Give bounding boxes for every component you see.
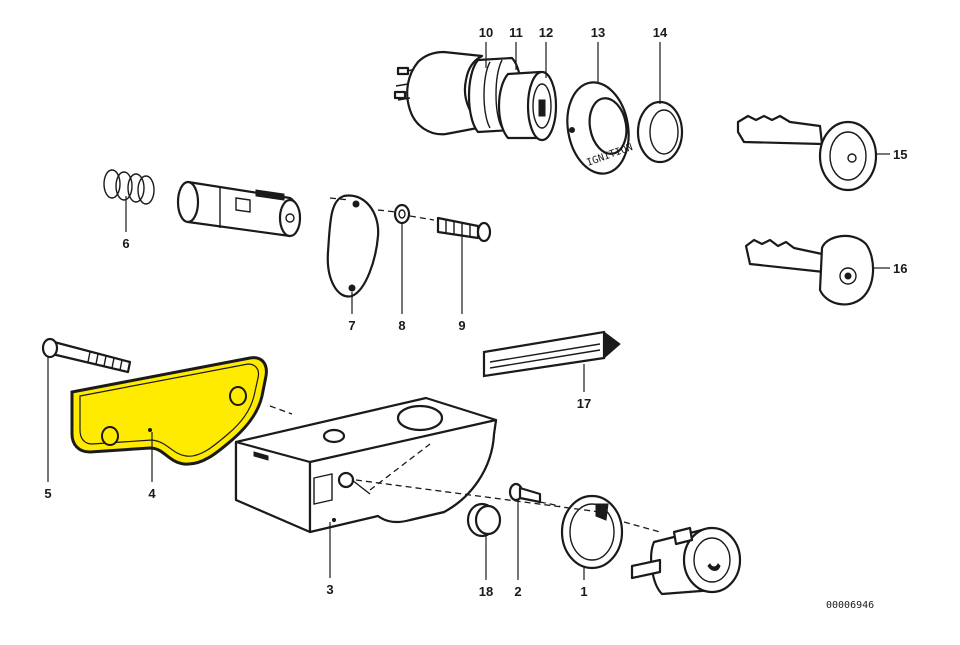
bracket-part-3[interactable] — [234, 396, 498, 534]
lock-housing-tube[interactable] — [176, 180, 302, 238]
spring-part-6[interactable] — [103, 169, 155, 205]
ring-part-14[interactable] — [636, 100, 684, 164]
callout-4: 4 — [148, 486, 156, 501]
leader-lines — [47, 42, 890, 580]
callout-12: 12 — [539, 25, 553, 40]
callout-6: 6 — [122, 236, 129, 251]
callout-5: 5 — [44, 486, 51, 501]
seal-strip-part-17[interactable] — [482, 330, 621, 378]
callout-labels: 10 11 12 13 14 15 16 6 7 8 9 17 5 4 3 18… — [44, 25, 907, 599]
callout-7: 7 — [348, 318, 355, 333]
callout-14: 14 — [653, 25, 668, 40]
drawing-code: 00006946 — [826, 600, 874, 611]
gasket-part-4[interactable] — [70, 356, 268, 466]
screw-part-9[interactable] — [436, 216, 492, 243]
callout-13: 13 — [591, 25, 605, 40]
door-lock-cylinder[interactable] — [630, 526, 742, 596]
callout-9: 9 — [458, 318, 465, 333]
key-part-16[interactable] — [744, 234, 875, 306]
callout-10: 10 — [479, 25, 493, 40]
lock-cylinder-part-12[interactable] — [498, 70, 558, 142]
washer-part-8[interactable] — [393, 203, 411, 225]
plug-part-18[interactable] — [466, 502, 502, 538]
assembly-lines — [269, 197, 661, 533]
callout-17: 17 — [577, 396, 591, 411]
callout-18: 18 — [479, 584, 493, 599]
callout-8: 8 — [398, 318, 405, 333]
bolt-part-5[interactable] — [41, 337, 132, 374]
key-part-15[interactable] — [736, 114, 878, 192]
plate-part-7[interactable] — [326, 194, 380, 298]
screw-part-2[interactable] — [508, 482, 542, 504]
callout-11: 11 — [509, 25, 523, 40]
callout-1: 1 — [580, 584, 587, 599]
callout-16: 16 — [893, 261, 907, 276]
callout-2: 2 — [514, 584, 521, 599]
ignition-bezel-part-13[interactable]: IGNITION — [560, 77, 635, 178]
callout-15: 15 — [893, 147, 907, 162]
callout-3: 3 — [326, 582, 333, 597]
ring-part-1[interactable] — [560, 494, 624, 570]
